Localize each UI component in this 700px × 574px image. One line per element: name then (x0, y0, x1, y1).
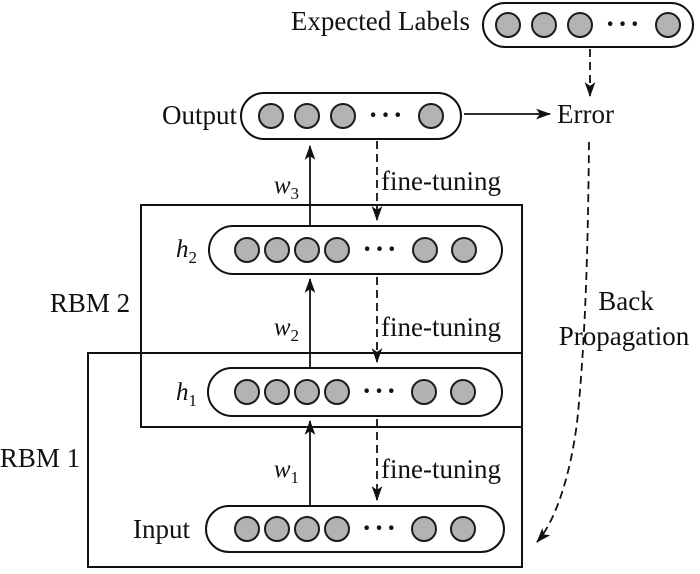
ellipsis-dots: ··· (361, 376, 399, 407)
w2-base: w (273, 314, 291, 341)
neuron-node (330, 103, 357, 129)
h2-label: h2 (140, 236, 198, 267)
neuron-node (654, 12, 681, 38)
expected-labels-layer: ··· (482, 2, 694, 48)
h1-base: h (176, 379, 189, 406)
rbm1-box (87, 352, 523, 568)
neuron-node (263, 379, 290, 405)
fine-tuning-label-3: fine-tuning (381, 454, 501, 484)
w1-base: w (273, 456, 291, 483)
error-label: Error (557, 99, 614, 129)
neuron-node (294, 103, 321, 129)
hidden-layer-2: ··· (208, 225, 503, 275)
output-layer: ··· (240, 92, 462, 140)
h1-label: h1 (140, 379, 198, 410)
w1-label: w1 (239, 456, 300, 487)
neuron-node (293, 379, 320, 405)
h2-sub: 2 (188, 248, 198, 267)
neuron-node (263, 516, 290, 542)
back-propagation-arrow (536, 141, 590, 543)
fine-tuning-label-1: fine-tuning (381, 166, 501, 196)
ellipsis-dots: ··· (368, 100, 406, 131)
neuron-node (293, 516, 320, 542)
neuron-node (411, 379, 437, 405)
neuron-node (294, 237, 321, 263)
node-group (233, 379, 350, 405)
rbm1-label: RBM 1 (0, 443, 81, 473)
neuron-node (323, 516, 350, 542)
neuron-node (450, 379, 476, 405)
neuron-node (531, 12, 558, 38)
neuron-node (233, 516, 260, 542)
neuron-node (450, 516, 476, 542)
ellipsis-dots: ··· (361, 513, 399, 544)
neuron-node (258, 103, 285, 129)
expected-labels-label: Expected Labels (290, 6, 470, 36)
neuron-node (411, 516, 437, 542)
w3-label: w3 (239, 172, 300, 203)
input-layer: ··· (205, 505, 505, 553)
node-group (258, 103, 357, 129)
neuron-node (567, 12, 594, 38)
node-group (411, 379, 476, 405)
neuron-node (323, 379, 350, 405)
h1-sub: 1 (188, 391, 198, 410)
output-label: Output (161, 100, 237, 130)
node-group (417, 103, 444, 129)
node-group (411, 516, 476, 542)
node-group (495, 12, 594, 38)
neuron-node (264, 237, 291, 263)
neuron-node (450, 237, 477, 263)
ellipsis-dots: ··· (605, 9, 643, 40)
neuron-node (417, 103, 444, 129)
w3-sub: 3 (290, 184, 300, 203)
rbm2-box (140, 204, 523, 428)
back-propagation-label-line1: Back (598, 286, 654, 316)
h2-base: h (176, 236, 189, 263)
node-group (654, 12, 681, 38)
node-group (411, 237, 477, 263)
neuron-node (233, 379, 260, 405)
w2-label: w2 (239, 314, 300, 345)
back-propagation-label-line2: Propagation (558, 321, 690, 351)
hidden-layer-1: ··· (207, 367, 503, 417)
w2-sub: 2 (290, 326, 300, 345)
node-group (233, 516, 350, 542)
neuron-node (324, 237, 351, 263)
w3-base: w (273, 172, 291, 199)
neuron-node (411, 237, 438, 263)
neuron-node (234, 237, 261, 263)
ellipsis-dots: ··· (362, 234, 400, 265)
input-label: Input (133, 514, 190, 544)
w1-sub: 1 (290, 468, 300, 487)
rbm2-label: RBM 2 (49, 288, 131, 318)
node-group (234, 237, 351, 263)
neuron-node (495, 12, 522, 38)
fine-tuning-label-2: fine-tuning (381, 312, 501, 342)
